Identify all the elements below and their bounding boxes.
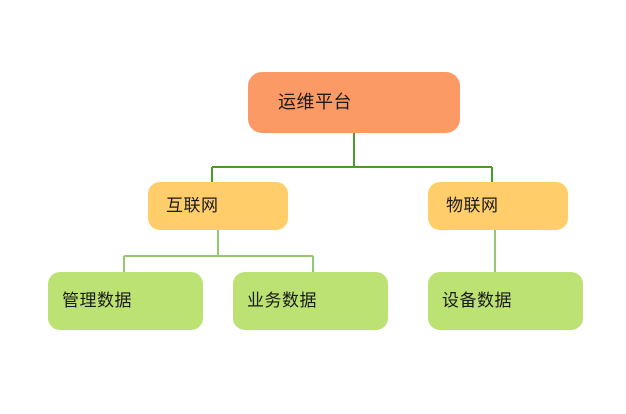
node-iot[interactable]: 物联网 — [428, 182, 568, 230]
node-internet[interactable]: 互联网 — [148, 182, 288, 230]
node-root-operations-platform[interactable]: 运维平台 — [248, 72, 460, 133]
node-management-data-label: 管理数据 — [62, 290, 132, 311]
node-device-data[interactable]: 设备数据 — [428, 272, 583, 330]
edge-internet-to-level3 — [123, 230, 314, 272]
node-iot-label: 物联网 — [446, 195, 499, 216]
edge-root-to-level2 — [211, 133, 493, 182]
node-management-data[interactable]: 管理数据 — [48, 272, 203, 330]
node-device-data-label: 设备数据 — [442, 290, 512, 311]
node-root-label: 运维平台 — [278, 91, 352, 113]
node-business-data-label: 业务数据 — [247, 290, 317, 311]
node-internet-label: 互联网 — [166, 195, 219, 216]
node-business-data[interactable]: 业务数据 — [233, 272, 388, 330]
